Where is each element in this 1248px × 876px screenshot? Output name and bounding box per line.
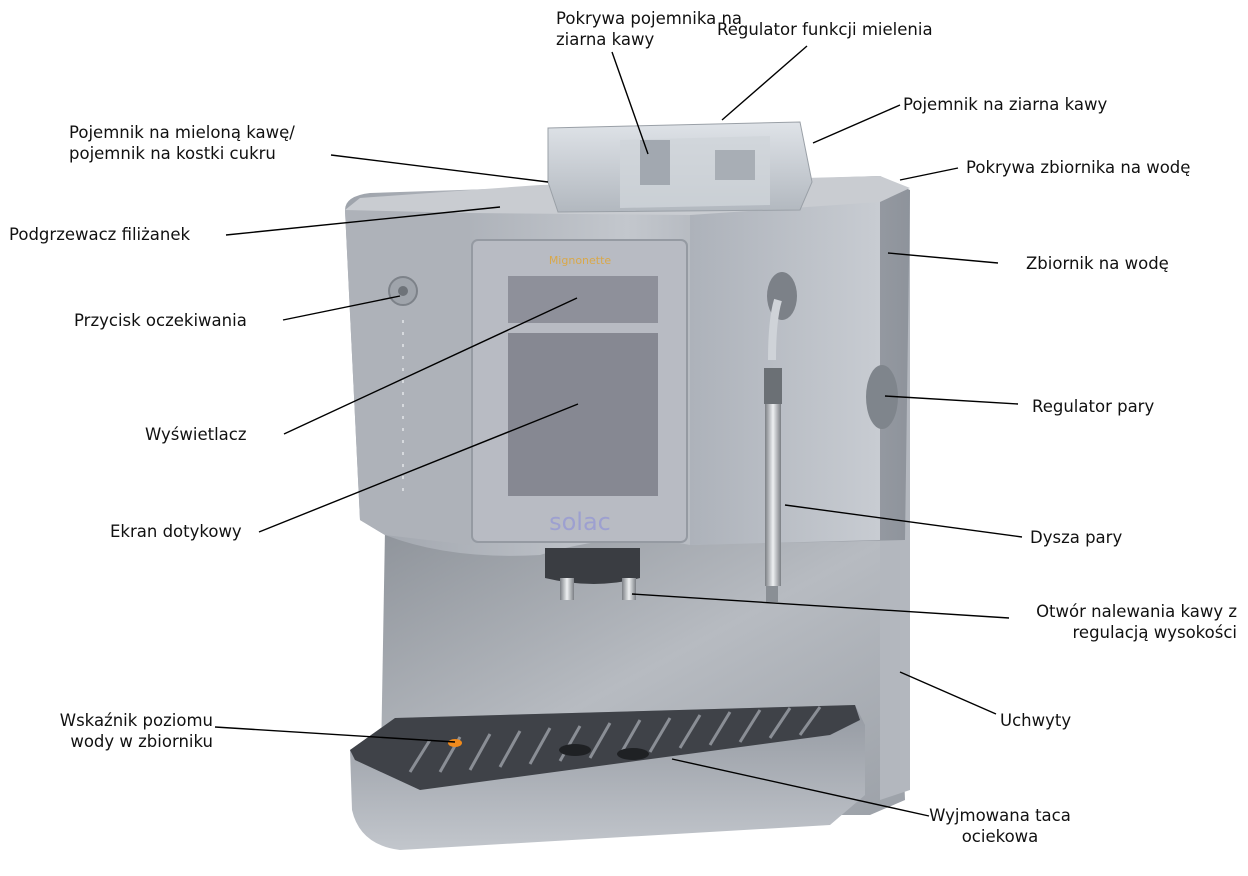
label-handles: Uchwyty [1000, 711, 1072, 730]
label-display: Wyświetlacz [145, 425, 247, 444]
label-grind-regulator: Regulator funkcji mielenia [717, 20, 933, 39]
steam-knob-graphic [866, 365, 898, 429]
label-standby: Przycisk oczekiwania [74, 311, 247, 330]
label-cup-warmer: Podgrzewacz filiżanek [9, 225, 191, 244]
water-level-indicator-graphic [448, 739, 462, 747]
label-water-level: Wskaźnik poziomu wody w zbiorniku [59, 711, 213, 751]
label-water-tank: Zbiornik na wodę [1026, 254, 1169, 273]
label-lid-beans: Pokrywa pojemnika na ziarna kawy [556, 9, 743, 49]
coffee-spout [545, 548, 640, 600]
bean-hopper [547, 121, 813, 213]
label-bean-container: Pojemnik na ziarna kawy [903, 95, 1108, 114]
drip-tray [350, 705, 865, 850]
steam-wand [764, 272, 797, 602]
label-steam-nozzle: Dysza pary [1030, 528, 1123, 547]
brand-logo: solac [549, 508, 611, 536]
leader-lines [214, 45, 1023, 817]
touchscreen-window [508, 333, 658, 496]
standby-button-graphic [388, 276, 418, 500]
label-steam-regulator: Regulator pary [1032, 397, 1155, 416]
label-drip-tray: Wyjmowana taca ociekowa [929, 806, 1071, 846]
label-touchscreen: Ekran dotykowy [110, 522, 242, 541]
display-window [508, 276, 658, 323]
svg-text:Mignonette: Mignonette [549, 254, 612, 267]
label-ground-coffee: Pojemnik na mieloną kawę/ pojemnik na ko… [69, 123, 295, 163]
label-coffee-spout: Otwór nalewania kawy z regulacją wysokoś… [1036, 602, 1237, 642]
label-water-lid: Pokrywa zbiornika na wodę [966, 158, 1191, 177]
front-panel: Mignonette solac [471, 239, 688, 543]
